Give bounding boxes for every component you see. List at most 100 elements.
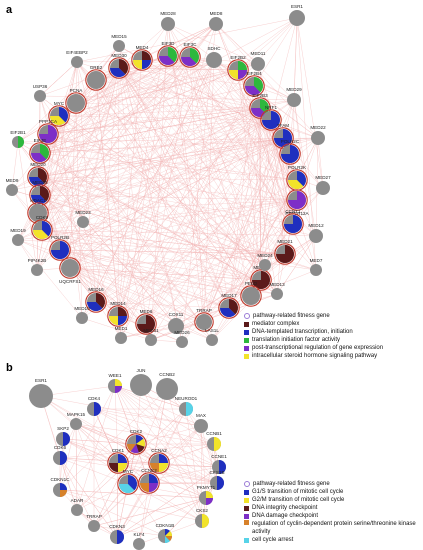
node-klf4[interactable]: KLF4: [133, 532, 145, 550]
edge: [58, 107, 261, 117]
node-las1l[interactable]: LAS1L: [205, 328, 219, 346]
edge: [75, 423, 118, 538]
node-cdkn3[interactable]: CDKN3: [109, 524, 125, 544]
node-med28[interactable]: MED28: [160, 11, 176, 31]
node-cks2[interactable]: CKS2: [195, 508, 209, 528]
node-eif2b2[interactable]: EIF2B2: [227, 55, 249, 81]
node-myc[interactable]: MYC: [117, 469, 139, 495]
node-med23[interactable]: MED23: [75, 210, 91, 228]
edge: [203, 199, 298, 323]
pie-slice-mediator: [137, 315, 155, 333]
node-med31[interactable]: MED31: [143, 328, 159, 346]
node-med21[interactable]: MED21: [274, 239, 296, 265]
node-ccne1[interactable]: CCNE1: [211, 454, 227, 474]
node-eif3d[interactable]: EIF3D: [157, 41, 179, 67]
node-med19[interactable]: MED19: [10, 228, 26, 246]
node-myc[interactable]: MYC: [48, 101, 70, 127]
node-med1[interactable]: MED1: [115, 326, 128, 344]
node-polr2k[interactable]: POLR2K: [286, 165, 308, 191]
fitness-ring: [138, 472, 160, 494]
node-med15[interactable]: MED15: [111, 34, 127, 52]
node-ppp1ca[interactable]: PPP1CA: [37, 119, 59, 145]
node-mapk15[interactable]: MAPK15: [67, 412, 86, 430]
node-cdkn1c[interactable]: CDKN1C: [51, 477, 71, 497]
node-med17[interactable]: MED17: [218, 293, 240, 319]
node-trrap[interactable]: TRRAP: [194, 308, 214, 332]
node-pkmyt1[interactable]: PKMYT1: [197, 485, 216, 505]
node-skp2[interactable]: SKP2: [56, 426, 70, 446]
node-med14[interactable]: MED14: [107, 301, 129, 327]
node-usp36[interactable]: USP36: [33, 84, 48, 102]
node-ccnb1[interactable]: CCNB1: [206, 431, 222, 451]
node-med12[interactable]: MED12: [308, 223, 324, 243]
node-esr1[interactable]: ESR1: [29, 378, 53, 408]
node-uqcrfs1[interactable]: UQCRFS1: [59, 257, 81, 284]
node-med13[interactable]: MED13: [269, 282, 285, 300]
node-cdk6[interactable]: CDK6: [53, 445, 67, 465]
node-med27[interactable]: MED27: [315, 175, 331, 195]
edge: [17, 141, 278, 295]
node-med7[interactable]: MED7: [310, 258, 323, 276]
node-med9[interactable]: MED9: [6, 178, 19, 196]
node-med16[interactable]: MED16: [85, 287, 107, 313]
node-ccnt1[interactable]: CCNT1: [282, 209, 304, 235]
node-jun[interactable]: JUN: [130, 368, 152, 396]
node-ppp1r12a[interactable]: PPP1R12A: [285, 189, 310, 216]
node-esr1[interactable]: ESR1: [289, 4, 305, 26]
edge: [59, 457, 78, 511]
edge: [93, 408, 129, 485]
edge: [58, 61, 78, 117]
node-med24[interactable]: MED24: [257, 253, 273, 271]
node-tfam[interactable]: TFAM: [272, 123, 294, 149]
node-pip4k2b[interactable]: PIP4K2B: [28, 258, 47, 276]
node-pcna[interactable]: PCNA: [65, 88, 87, 114]
node-nrf1[interactable]: NRF1: [260, 105, 282, 131]
node-cdk2[interactable]: CDK2: [125, 429, 147, 455]
node-ccne2[interactable]: CCNE2: [138, 468, 160, 494]
edge: [40, 385, 116, 397]
node-med29[interactable]: MED29: [286, 87, 302, 107]
node-cks1b[interactable]: CKS1B: [209, 470, 225, 490]
node-med11[interactable]: MED11: [251, 51, 266, 71]
node-cdk4[interactable]: CDK4: [87, 396, 101, 416]
node-trrap[interactable]: TRRAP: [86, 514, 102, 532]
node-eif4e[interactable]: EIF4E: [29, 138, 51, 164]
node-med22[interactable]: MED22: [310, 125, 326, 145]
node-med10[interactable]: MED10: [74, 306, 90, 324]
node-wee1[interactable]: WEE1: [108, 373, 122, 393]
node-eif3c[interactable]: EIF3C: [179, 42, 201, 68]
node-neurod1[interactable]: NEUROD1: [175, 396, 198, 416]
node-label: LAS1L: [205, 328, 219, 333]
node-cdk1[interactable]: CDK1: [107, 448, 129, 474]
node-med25[interactable]: MED25: [29, 180, 51, 206]
node-eif4ebp2[interactable]: EIF4EBP2: [66, 50, 88, 68]
node-med26[interactable]: MED26: [174, 330, 190, 348]
node-adar[interactable]: ADAR: [71, 498, 84, 516]
node-sdhc[interactable]: SDHC: [206, 46, 222, 68]
node-cox11[interactable]: COX11: [168, 312, 184, 334]
node-med6[interactable]: MED6: [135, 309, 157, 335]
node-pelo[interactable]: PELO: [240, 281, 262, 307]
edge: [39, 17, 298, 154]
node-med8[interactable]: MED8: [209, 11, 223, 31]
node-cdkn1b[interactable]: CDKN1B: [156, 523, 175, 543]
pie-slice-g1s: [118, 454, 127, 463]
node-med4[interactable]: MED4: [131, 45, 153, 71]
node-grb2[interactable]: GRB2: [85, 65, 107, 91]
node-polr2b[interactable]: POLR2B: [49, 235, 71, 261]
node-eif2b4[interactable]: EIF2B4: [243, 71, 265, 97]
node-ccna2[interactable]: CCNA2: [148, 448, 170, 474]
node-max[interactable]: MAX: [194, 413, 208, 433]
node-eif2b1[interactable]: EIF2B1: [10, 130, 26, 148]
node-label: CCNB2: [159, 372, 175, 377]
node-cdk9[interactable]: CDK9: [31, 215, 53, 241]
node-polr2c[interactable]: POLR2C: [279, 139, 301, 165]
node-med30[interactable]: MED30: [108, 53, 130, 79]
edge: [37, 107, 261, 214]
node-hdac1[interactable]: HDAC1: [27, 198, 49, 224]
node-ccnb2[interactable]: CCNB2: [156, 372, 178, 400]
node-circle: [251, 57, 265, 71]
pie-slice-integrity: [136, 444, 145, 453]
pie-slice-arrest: [165, 536, 170, 543]
